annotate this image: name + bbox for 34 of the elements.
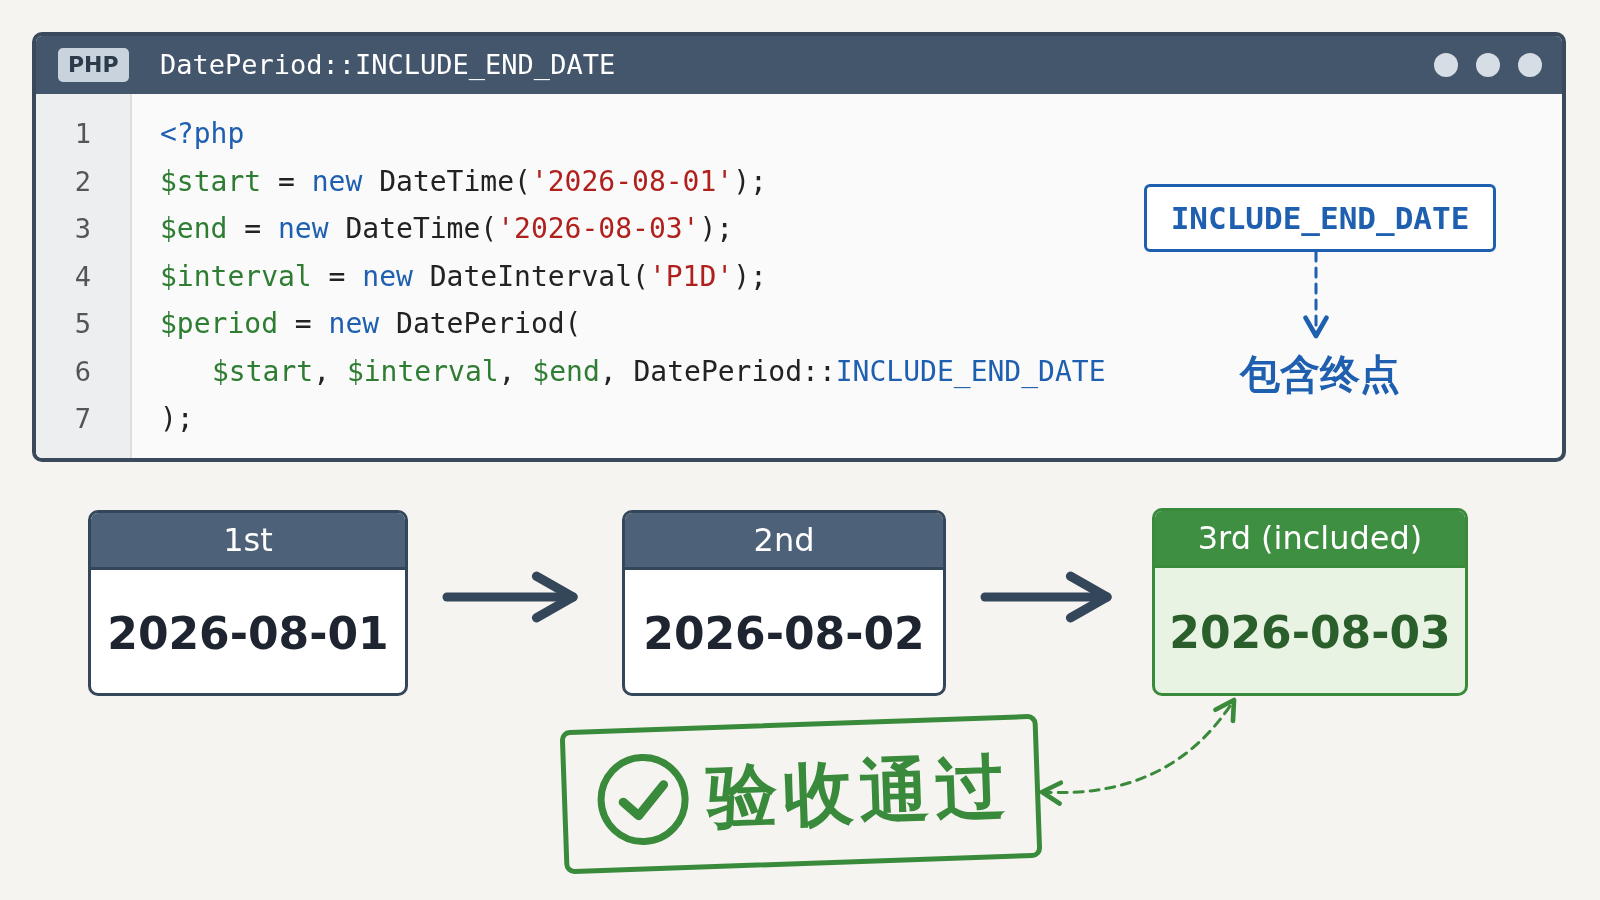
arrow [1039, 697, 1237, 806]
card-header: 2nd [625, 513, 943, 570]
code-line: $start, $interval, $end, DatePeriod::INCLUDE_END_DATE [212, 353, 1106, 390]
line-number: 7 [73, 402, 93, 436]
arrow [442, 571, 578, 623]
date-card [622, 510, 946, 696]
code-line: ); [160, 401, 194, 437]
line-number: 4 [73, 259, 93, 294]
arrow [980, 571, 1112, 623]
code-window [32, 32, 1566, 462]
card-header: 1st [91, 513, 405, 570]
date-text: 2026-08-01 [106, 606, 390, 661]
date-text: 2026-08-02 [642, 606, 926, 661]
date-card [88, 510, 408, 696]
line-number: 5 [73, 307, 93, 341]
card-header: 3rd (included) [1155, 511, 1465, 568]
code-line: <?php [160, 116, 245, 152]
language-badge: PHP [58, 48, 129, 82]
line-number: 6 [73, 354, 93, 389]
meaning-text: 包含终点 [1210, 344, 1430, 404]
date-card [1152, 508, 1468, 696]
arrow [1303, 250, 1329, 339]
code-line: $start = new DateTime('2026-08-01'); [160, 163, 767, 200]
date-text: 2026-08-03 [1168, 605, 1452, 660]
approval-stamp [559, 713, 1043, 875]
code-line: $interval = new DateInterval('P1D'); [160, 258, 767, 295]
line-number: 2 [73, 164, 93, 199]
line-number: 1 [73, 117, 93, 151]
code-line: $end = new DateTime('2026-08-03'); [160, 211, 734, 247]
window-title: DatePeriod::INCLUDE_END_DATE [160, 48, 616, 82]
line-number: 3 [73, 212, 93, 246]
constant-box: INCLUDE_END_DATE [1144, 184, 1496, 252]
stamp-text: 验收通过 [705, 744, 1013, 841]
code-line: $period = new DatePeriod( [160, 306, 582, 342]
